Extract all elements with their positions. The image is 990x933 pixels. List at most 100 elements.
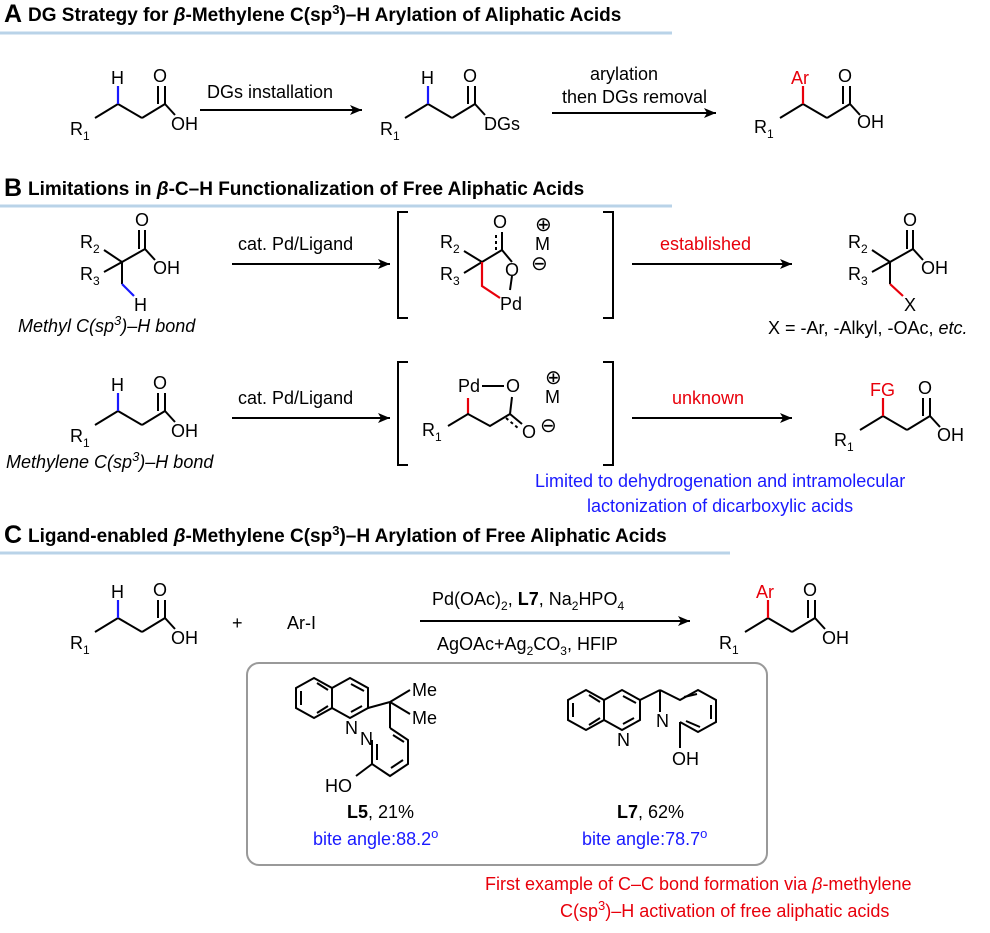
arrow-row1-cat: cat. Pd/Ligand [232,234,390,269]
atom-h: H [111,375,124,395]
section-c-letter: C [4,521,22,549]
atom-o: O [918,378,932,398]
atom-o: O [803,580,817,600]
atom-o: O [153,66,167,86]
atom-r3: R3 [848,264,868,288]
atom-oh: OH [857,112,884,132]
section-c: C Ligand-enabled β-Methylene C(sp3)–H Ar… [0,521,911,921]
caption-methylene-bond: Methylene C(sp3)–H bond [6,449,214,472]
first-example-line2: C(sp3)–H activation of free aliphatic ac… [560,898,889,921]
limited-note-line1: Limited to dehydrogenation and intramole… [535,471,905,491]
atom-oh: OH [937,425,964,445]
arrow-dg-installation: DGs installation [200,82,362,115]
atom-n: N [360,729,373,749]
ligand-l5: N Me Me N HO L5, 21% bite angle:88.2o [295,676,438,849]
atom-r3: R3 [440,264,460,288]
arrow-label: cat. Pd/Ligand [238,234,353,254]
ligand-l7: N N OH L7, 62% bite angle:78.7o [567,688,717,849]
label-unknown: unknown [672,388,744,408]
atom-oh: OH [153,258,180,278]
molecule-b2-methylene-acid: H O OH R1 Methylene C(sp3)–H bond [6,373,214,472]
atom-h: H [111,582,124,602]
molecule-c-product: Ar O OH R1 [719,580,849,657]
atom-r2: R2 [440,232,460,256]
atom-o: O [903,210,917,230]
limited-note-line2: lactonization of dicarboxylic acids [587,496,853,516]
intermediate-row2-palladacycle: Pd O O R1 M ⊕ ⊖ [397,361,614,466]
atom-h: H [421,68,434,88]
x-note: X = -Ar, -Alkyl, -OAc, etc. [768,318,968,338]
section-b: B Limitations in β-C–H Functionalization… [0,174,968,516]
atom-pd: Pd [458,376,480,396]
arrow-row2-unknown: unknown [632,388,792,423]
molecule-c-substrate: H O OH R1 [70,580,198,657]
conditions-bottom: AgOAc+Ag2CO3, HFIP [437,634,618,658]
charge-plus: ⊕ [545,367,562,389]
atom-o: O [153,580,167,600]
charge-minus: ⊖ [540,415,557,437]
intermediate-row1-palladacycle: R2 R3 O O Pd M ⊕ ⊖ [397,211,614,319]
charge-plus: ⊕ [535,214,552,236]
atom-o: O [522,422,536,442]
atom-m: M [545,387,560,407]
atom-r1: R1 [70,426,90,450]
molecule-b1-product: R2 R3 O OH X X = -Ar, -Alkyl, -OAc, etc. [768,210,968,338]
first-example-line1: First example of C–C bond formation via … [485,874,911,894]
atom-oh: OH [921,258,948,278]
atom-o: O [153,373,167,393]
molecule-a3-product: Ar O OH R1 [754,66,884,141]
atom-o: O [506,376,520,396]
molecule-b1-methyl-acid: R2 R3 O OH H Methyl C(sp3)–H bond [18,210,196,336]
arrow-row1-established: established [632,234,792,269]
atom-n: N [345,718,358,738]
atom-oh: OH [822,628,849,648]
section-b-title: Limitations in β-C–H Functionalization o… [28,179,584,200]
section-a-letter: A [4,0,22,28]
section-c-title: Ligand-enabled β-Methylene C(sp3)–H Aryl… [28,523,667,547]
molecule-b2-product: FG O OH R1 [834,378,964,454]
l5-bite-angle: bite angle:88.2o [313,826,438,849]
arrow-label: DGs installation [207,82,333,102]
ligand-box [246,662,768,866]
atom-oh: OH [672,749,699,769]
arrow-label-line2: then DGs removal [562,87,707,107]
atom-fg: FG [870,380,895,400]
section-b-letter: B [4,174,22,202]
atom-r1: R1 [70,633,90,657]
atom-r1: R1 [719,633,739,657]
atom-dgs: DGs [484,114,520,134]
atom-ar: Ar [791,68,809,88]
atom-me: Me [412,708,437,728]
label-established: established [660,234,751,254]
atom-pd: Pd [500,294,522,314]
atom-ar: Ar [756,582,774,602]
atom-n: N [617,730,630,750]
atom-o: O [493,212,507,232]
l5-label: L5, 21% [347,802,414,822]
atom-r1: R1 [422,420,442,444]
atom-me: Me [412,680,437,700]
atom-r1: R1 [380,119,400,143]
atom-r2: R2 [848,232,868,256]
atom-r2: R2 [80,232,100,256]
atom-r3: R3 [80,264,100,288]
caption-methyl-bond: Methyl C(sp3)–H bond [18,313,196,336]
atom-o: O [838,66,852,86]
arrow-row2-cat: cat. Pd/Ligand [232,388,390,423]
atom-o: O [135,210,149,230]
atom-o: O [505,260,519,280]
atom-n: N [656,711,669,731]
atom-m: M [535,234,550,254]
molecule-a2-dg: H O DGs R1 [380,66,520,143]
section-a: A DG Strategy for β-Methylene C(sp3)–H A… [0,0,884,143]
atom-ho: HO [325,776,352,796]
atom-oh: OH [171,628,198,648]
l7-bite-angle: bite angle:78.7o [582,826,707,849]
plus-sign: + [232,613,243,633]
arrow-arylation: arylation then DGs removal [552,64,716,118]
atom-h: H [111,68,124,88]
atom-r1: R1 [70,119,90,143]
atom-h: H [134,295,147,315]
arrow-label: cat. Pd/Ligand [238,388,353,408]
